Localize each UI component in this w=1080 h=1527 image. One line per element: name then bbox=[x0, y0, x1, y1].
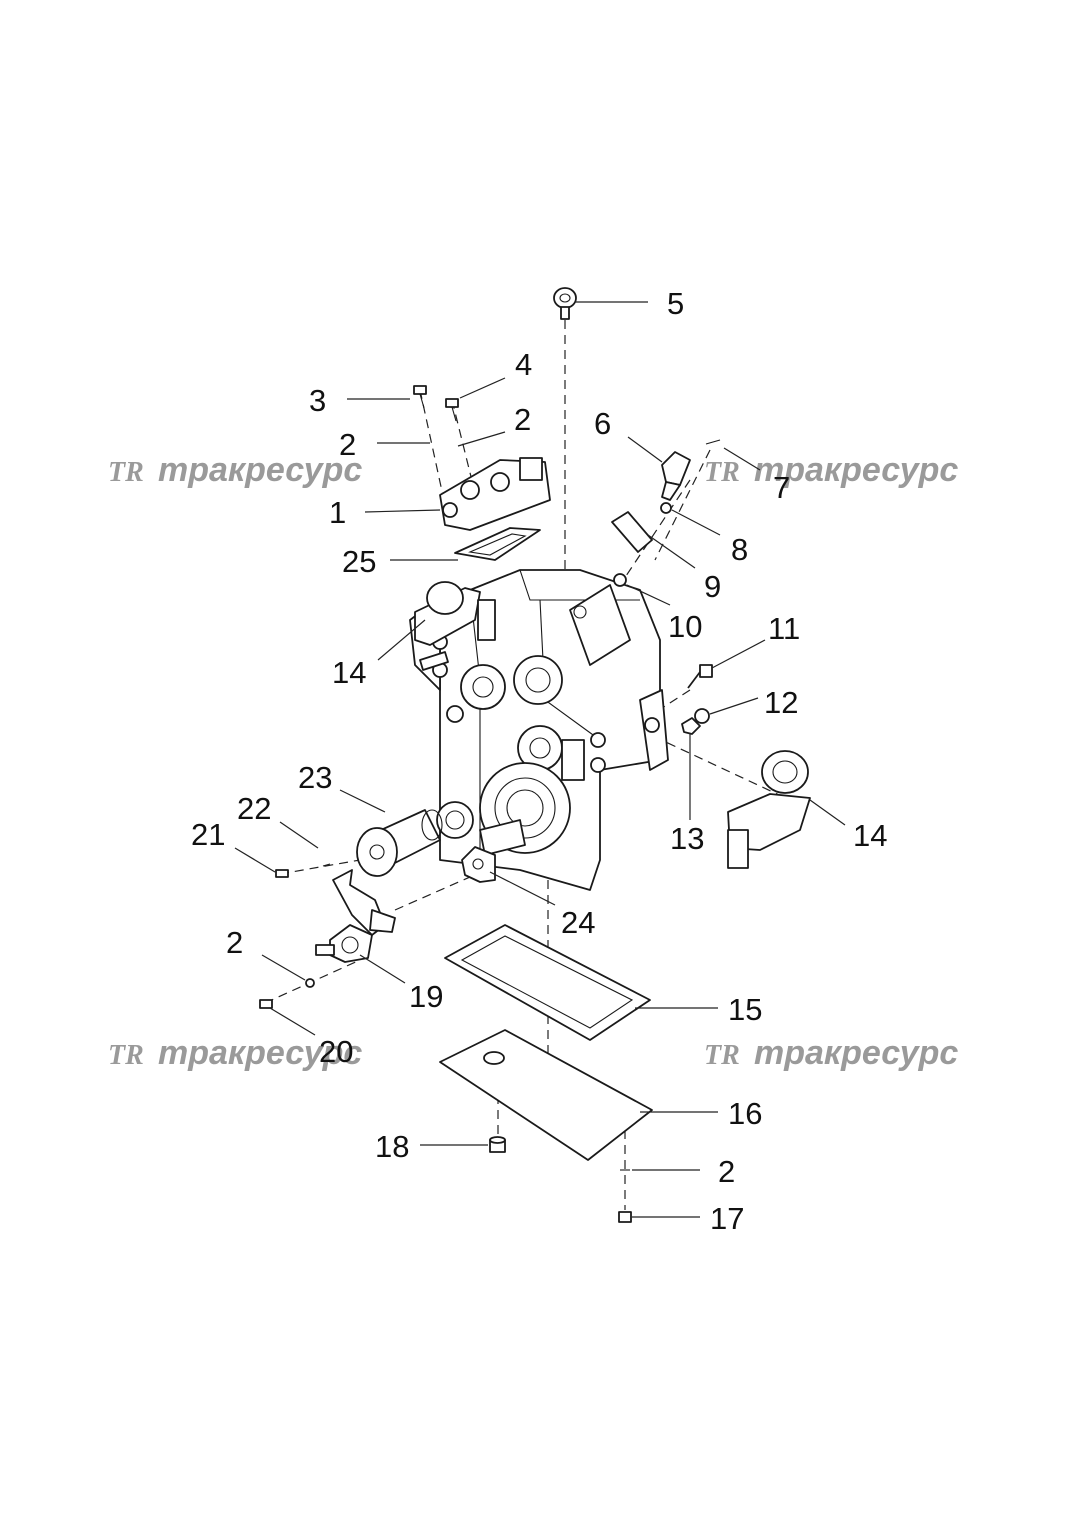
callout-15: 15 bbox=[728, 992, 762, 1027]
part-plate-9 bbox=[611, 511, 653, 553]
part-screw-21 bbox=[275, 869, 289, 878]
callout-1: 1 bbox=[329, 495, 346, 530]
part-lever-knob bbox=[661, 451, 691, 501]
callout-23: 23 bbox=[298, 760, 332, 795]
callout-7: 7 bbox=[773, 470, 790, 505]
part-valve-block bbox=[439, 457, 551, 531]
leader-lines bbox=[234, 301, 846, 1218]
part-ball-2-lower bbox=[305, 978, 315, 988]
part-screw-17 bbox=[618, 1211, 632, 1223]
callout-24: 24 bbox=[561, 905, 595, 940]
callout-2: 2 bbox=[339, 427, 356, 462]
part-support-bracket-left bbox=[414, 581, 496, 646]
watermark-top-left: TR тракресурс bbox=[108, 451, 362, 489]
callout-13: 13 bbox=[670, 821, 704, 856]
part-bolt-3 bbox=[413, 385, 427, 409]
callout-5: 5 bbox=[667, 286, 684, 321]
watermark-text: тракресурс bbox=[158, 1034, 362, 1072]
bearing-cover-upper-left bbox=[460, 664, 506, 710]
output-spline-shaft bbox=[479, 819, 526, 856]
spline-shaft-upper bbox=[513, 655, 563, 705]
part-support-bracket-right bbox=[727, 750, 811, 869]
callout-17: 17 bbox=[710, 1201, 744, 1236]
part-washer-22 bbox=[322, 863, 331, 867]
watermark-logo: TR bbox=[704, 457, 740, 488]
part-cylinder bbox=[356, 809, 443, 877]
watermark-logo: TR bbox=[704, 1040, 740, 1071]
watermark-text: тракресурс bbox=[158, 451, 362, 489]
part-nut-10 bbox=[613, 573, 627, 587]
callout-6: 6 bbox=[594, 406, 611, 441]
callout-14: 14 bbox=[853, 818, 887, 853]
part-bottom-cover bbox=[439, 1029, 653, 1161]
part-bolt-4 bbox=[445, 398, 459, 422]
part-shift-fork bbox=[315, 869, 396, 963]
callout-14: 14 bbox=[332, 655, 366, 690]
callout-12: 12 bbox=[764, 685, 798, 720]
callout-10: 10 bbox=[668, 609, 702, 644]
part-bolt-11 bbox=[687, 664, 713, 689]
watermark-top-right: TR тракресурс bbox=[704, 451, 958, 489]
part-gasket-top bbox=[454, 527, 541, 561]
part-bottom-gasket bbox=[444, 924, 651, 1041]
callout-19: 19 bbox=[409, 979, 443, 1014]
part-pin-7 bbox=[705, 439, 721, 445]
part-drain-plug bbox=[489, 1136, 506, 1153]
callout-21: 21 bbox=[191, 817, 225, 852]
gearbox-housing bbox=[409, 569, 669, 891]
part-bolt-20 bbox=[259, 999, 273, 1009]
callout-20: 20 bbox=[319, 1034, 353, 1069]
callout-8: 8 bbox=[731, 532, 748, 567]
part-washer-12 bbox=[694, 708, 710, 724]
watermark-text: тракресурс bbox=[754, 1034, 958, 1072]
callout-16: 16 bbox=[728, 1096, 762, 1131]
side-plate bbox=[561, 739, 585, 781]
part-nut-13 bbox=[681, 717, 701, 735]
watermark-logo: TR bbox=[108, 457, 144, 488]
inspection-cover bbox=[569, 584, 631, 666]
callout-labels: 5 4 3 2 2 6 7 1 8 25 9 10 11 14 12 23 22… bbox=[191, 286, 887, 1236]
watermark-bottom-right: TR тракресурс bbox=[704, 1034, 958, 1072]
callout-2: 2 bbox=[514, 402, 531, 437]
part-eye-bolt bbox=[553, 287, 577, 320]
part-washer-8 bbox=[660, 502, 672, 514]
callout-18: 18 bbox=[375, 1129, 409, 1164]
callout-2: 2 bbox=[226, 925, 243, 960]
part-flange-gasket bbox=[461, 846, 496, 883]
watermark-text: тракресурс bbox=[754, 451, 958, 489]
callout-9: 9 bbox=[704, 569, 721, 604]
callout-25: 25 bbox=[342, 544, 376, 579]
callout-3: 3 bbox=[309, 383, 326, 418]
watermark-bottom-left: TR тракресурс bbox=[108, 1034, 362, 1072]
callout-2: 2 bbox=[718, 1154, 735, 1189]
callout-22: 22 bbox=[237, 791, 271, 826]
callout-11: 11 bbox=[768, 611, 800, 646]
callout-4: 4 bbox=[515, 347, 532, 382]
watermark-logo: TR bbox=[108, 1040, 144, 1071]
